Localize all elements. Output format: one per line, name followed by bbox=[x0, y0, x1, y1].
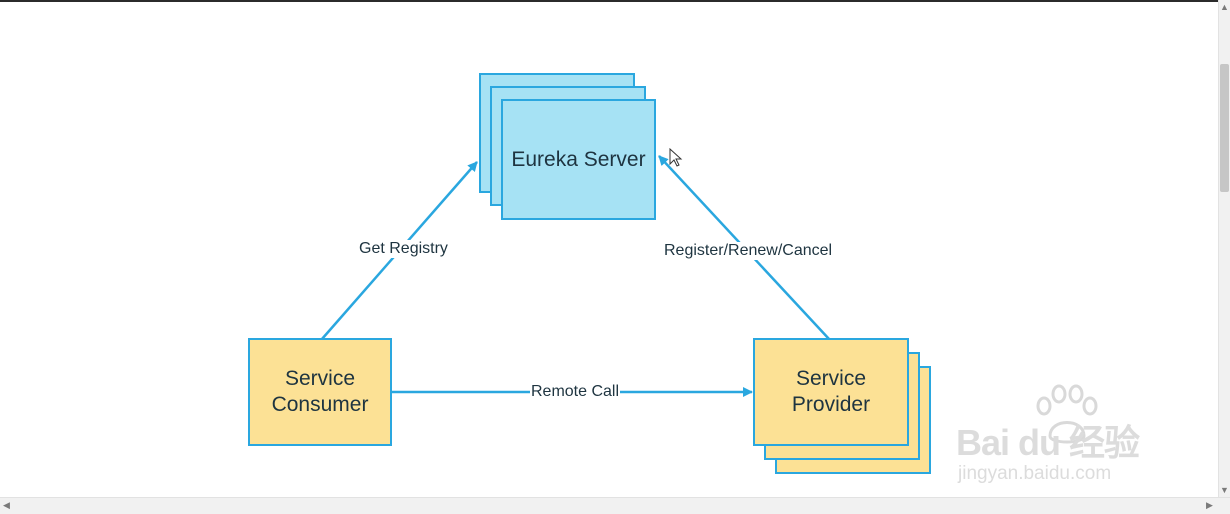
service-provider-label-line2: Provider bbox=[791, 393, 871, 416]
register-renew-cancel-label: Register/Renew/Cancel bbox=[663, 242, 834, 260]
window-top-border bbox=[0, 0, 1230, 2]
watermark-url: jingyan.baidu.com bbox=[958, 463, 1112, 484]
horizontal-scrollbar[interactable] bbox=[0, 497, 1230, 514]
scroll-down-icon[interactable]: ▼ bbox=[1220, 485, 1229, 495]
eureka-server-label: Eureka Server bbox=[511, 147, 646, 171]
mouse-cursor-icon bbox=[669, 148, 683, 167]
service-provider-label-line1: Service bbox=[795, 367, 867, 390]
baidu-paw-icon bbox=[1036, 384, 1098, 444]
vertical-scrollbar-thumb[interactable] bbox=[1220, 64, 1229, 192]
scroll-right-icon[interactable]: ▶ bbox=[1206, 500, 1213, 510]
service-consumer-node: Service Consumer bbox=[248, 338, 392, 446]
service-consumer-label-line1: Service bbox=[284, 367, 356, 390]
watermark-brand: Bai du 经验 bbox=[956, 422, 1140, 463]
remote-call-label: Remote Call bbox=[530, 383, 621, 401]
service-provider-node: Service Provider bbox=[753, 338, 909, 446]
service-consumer-label-line2: Consumer bbox=[271, 393, 369, 416]
scroll-left-icon[interactable]: ◀ bbox=[3, 500, 10, 510]
eureka-server-node: Eureka Server bbox=[501, 99, 656, 220]
scroll-up-icon[interactable]: ▲ bbox=[1220, 2, 1229, 12]
get-registry-label: Get Registry bbox=[358, 240, 449, 258]
